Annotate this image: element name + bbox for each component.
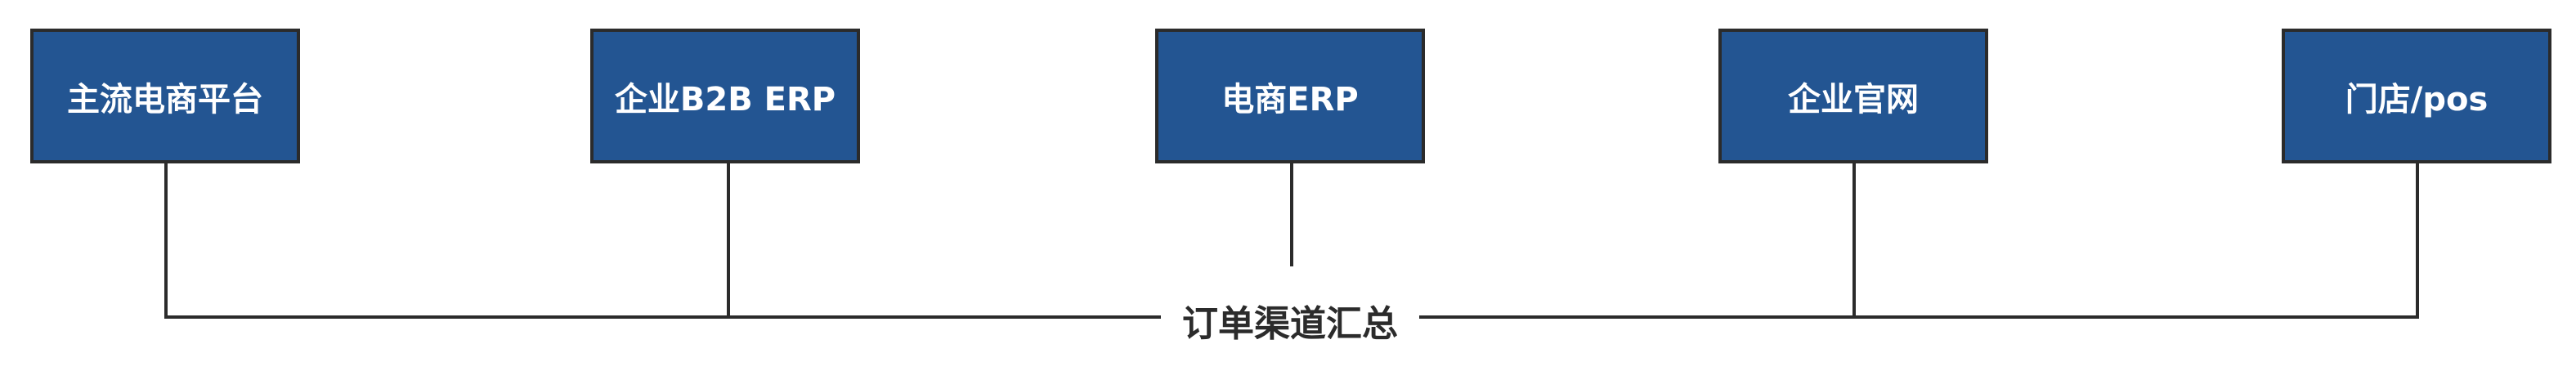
node-label: 门店/pos	[2345, 80, 2489, 118]
node-label: 主流电商平台	[67, 80, 263, 118]
node-label: 电商ERP	[1221, 80, 1359, 118]
node-enterprise-website: 企业官网	[1718, 29, 1988, 163]
node-enterprise-b2b-erp: 企业B2B ERP	[590, 29, 860, 163]
node-mainstream-ecommerce-platform: 主流电商平台	[30, 29, 300, 163]
node-label: 企业B2B ERP	[614, 80, 836, 118]
node-store-pos: 门店/pos	[2282, 29, 2551, 163]
node-ecommerce-erp: 电商ERP	[1155, 29, 1425, 163]
node-label: 企业官网	[1788, 80, 1919, 118]
order-channel-summary-label: 订单渠道汇总	[1161, 292, 1419, 349]
